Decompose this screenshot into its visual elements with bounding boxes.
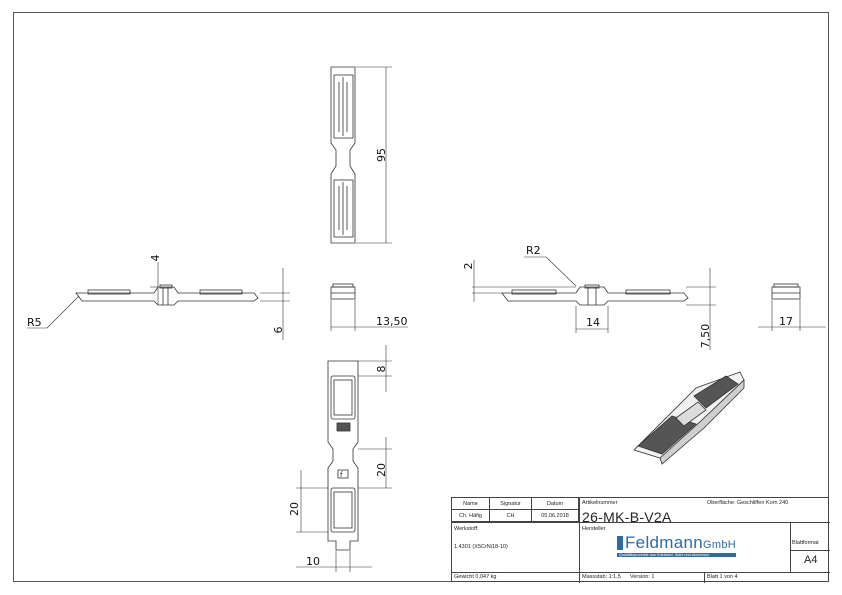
dimension-4	[150, 262, 159, 305]
logo-main: Feldmann	[625, 533, 703, 552]
drawing-frame	[13, 12, 829, 582]
tb-version: Version: 1	[630, 574, 655, 580]
tb-signatur-value: CH	[490, 510, 532, 522]
tb-header-name: Name	[452, 498, 490, 510]
dim-20-mid-label: 20	[375, 463, 388, 477]
radius-r5-leader	[27, 295, 80, 329]
dimension-2	[472, 260, 576, 302]
tb-hersteller-label: Hersteller	[582, 526, 606, 532]
dimension-95	[356, 66, 392, 244]
dim-7-50-label: 7,50	[699, 324, 712, 349]
dim-13-50-label: 13,50	[376, 315, 408, 328]
dimension-10	[296, 551, 372, 572]
tb-blattformat-label: Blattformat	[792, 540, 819, 546]
bottom-view	[327, 360, 359, 551]
tb-massstab: Massstab: 1:1,5	[582, 574, 621, 580]
tb-divider-v2	[790, 522, 791, 572]
dimension-14	[575, 306, 609, 333]
dimension-20-left	[296, 470, 328, 533]
tb-blatt: Blatt 1 von 4	[707, 574, 738, 580]
dim-8-label: 8	[375, 366, 388, 373]
dimension-8	[358, 345, 392, 392]
side-view-right	[501, 284, 689, 306]
dimension-20-mid	[358, 437, 392, 489]
dimension-6	[260, 268, 290, 340]
end-view-right	[771, 283, 801, 300]
end-view-left	[330, 283, 356, 300]
tb-werkstoff-label: Werkstoff:	[454, 526, 479, 532]
bottom-mark: f	[340, 471, 343, 479]
dimension-13-50	[330, 300, 408, 331]
radius-r2-leader	[524, 256, 577, 287]
tb-divider-v3	[704, 572, 705, 583]
dim-4-label: 4	[149, 255, 162, 262]
dimension-7-50	[686, 268, 716, 350]
tb-divider-h2	[790, 550, 830, 551]
tb-werkstoff-value: 1.4301 (X5CrNi18-10)	[454, 544, 508, 550]
tb-divider-h3	[452, 572, 830, 573]
dim-17-label: 17	[779, 315, 793, 328]
top-view	[330, 66, 356, 244]
title-block: Name Signatur Datum Ch. Häfig CH 05.06.2…	[451, 497, 830, 583]
dim-r5-label: R5	[27, 316, 42, 329]
dimension-17	[758, 300, 826, 331]
dim-14-label: 14	[586, 316, 600, 329]
dim-20-left-label: 20	[288, 502, 301, 516]
isometric-view	[633, 371, 745, 465]
tb-artikelnummer: 26-MK-B-V2A	[582, 509, 672, 525]
side-view-left	[75, 284, 259, 306]
tb-divider-h1	[452, 522, 830, 523]
tb-header-signatur: Signatur	[490, 498, 532, 510]
tb-divider-v1	[579, 498, 580, 583]
logo-suffix: GmbH	[703, 539, 736, 551]
tb-header-datum: Datum	[532, 498, 579, 510]
dim-10-label: 10	[306, 555, 320, 568]
dim-2-label: 2	[462, 263, 475, 270]
feldmann-logo: FeldmannGmbH Qualitätsprodukte aus Edels…	[617, 533, 736, 557]
tb-name-value: Ch. Häfig	[452, 510, 490, 522]
logo-tagline: Qualitätsprodukte aus Edelstahl, Stahl u…	[617, 553, 736, 557]
tb-oberflaeche: Oberfläche: Geschliffen Korn 240	[707, 500, 789, 506]
tb-blattformat-value: A4	[804, 554, 818, 566]
dim-95-label: 95	[375, 148, 388, 162]
dim-6-label: 6	[272, 327, 285, 334]
tb-artikel-label: Artikelnummer	[582, 500, 618, 506]
tb-gewicht: Gewicht 0,047 kg	[454, 574, 497, 580]
logo-icon	[617, 536, 623, 550]
dim-r2-label: R2	[526, 244, 541, 257]
tb-datum-value: 05.06.2018	[532, 510, 579, 522]
